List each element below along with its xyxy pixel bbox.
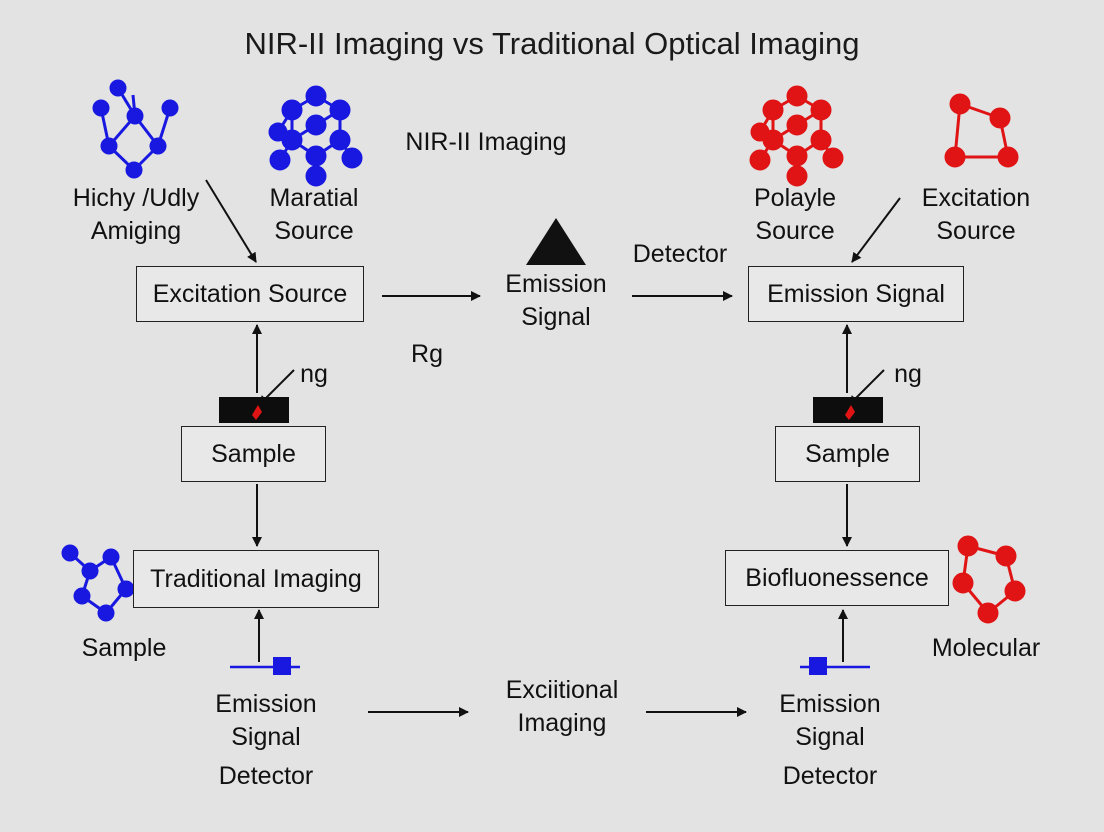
molecule-blue-cluster [268,85,363,187]
molecule-blue-bottom-left [61,544,135,622]
detector-icon-left [230,657,300,675]
label-polayle-source: Polayle Source [754,184,836,245]
label-detector-top: Detector [632,240,728,268]
label-emission-signal-bottom-left: Emission Signal [215,690,317,751]
label-emission-signal-center: Emission Signal [505,270,607,331]
label-ng-right: ng [894,360,922,388]
box-traditional-imaging: Traditional Imaging [133,550,379,608]
label-ng-left: ng [300,360,328,388]
box-sample-right: Sample [775,426,920,482]
label-nir-ii-imaging: NIR-II Imaging [405,128,567,156]
arrow-excitation-right-to-emission [851,197,901,263]
label-maratial-source: Maratial Source [269,184,359,245]
label-excitation-source-right: Excitation Source [921,184,1031,245]
label-emission-signal-bottom-right: Emission Signal [779,690,881,751]
box-biofluoressence: Biofluonessence [725,550,949,606]
label-detector-bottom-right: Detector [782,762,878,790]
sample-chip-left [219,397,289,423]
label-molecular: Molecular [931,634,1041,662]
label-rg: Rg [411,340,443,368]
detector-icon-right [800,657,870,675]
diagram-title: NIR-II Imaging vs Traditional Optical Im… [244,26,860,61]
molecule-red-bottom-right [952,535,1026,624]
label-sample-bottom-left: Sample [81,634,167,662]
label-detector-bottom-left: Detector [218,762,314,790]
arrow-hichy-to-excitation [205,179,257,263]
box-excitation-source: Excitation Source [136,266,364,322]
triangle-icon [526,218,586,265]
label-exciitional-imaging: Exciitional Imaging [505,676,619,737]
box-sample-left: Sample [181,426,326,482]
molecule-red-top-right [944,93,1019,168]
molecule-blue-top-left [92,79,179,179]
sample-chip-right [813,397,883,423]
molecule-red-cluster [749,85,844,187]
box-emission-signal: Emission Signal [748,266,964,322]
label-hichy-amiging: Hichy /Udly Amiging [72,184,200,245]
